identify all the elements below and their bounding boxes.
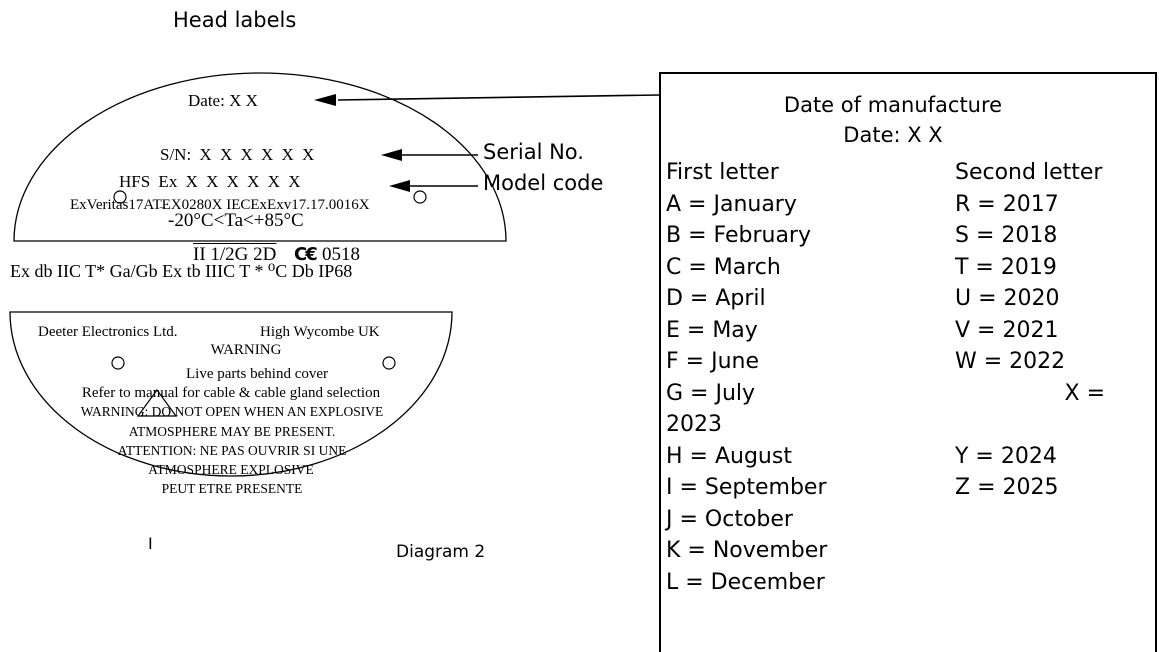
year-column: Second letter R = 2017 S = 2018 T = 2019… (955, 157, 1151, 504)
warning-triangle-icon (136, 388, 178, 417)
date-field: Date: X X (188, 91, 258, 110)
year-code: Y = 2024 (955, 443, 1057, 469)
mounting-hole-left-top (113, 190, 127, 204)
month-code: E = May (666, 317, 758, 343)
month-code: I = September (666, 475, 827, 500)
month-code: C = March (666, 254, 781, 280)
model-code-field: HFS Ex X X X X X X (119, 172, 301, 191)
manufacture-box-subtitle: Date: X X (843, 123, 943, 147)
explosive-warning-fr: ATTENTION: NE PAS OUVRIR SI UNE (117, 443, 347, 458)
year-code: Z = 2025 (955, 475, 1059, 500)
year-spacer (955, 409, 1151, 441)
date-of-manufacture-box (659, 72, 1157, 652)
live-parts-warning: Live parts behind cover (185, 366, 329, 382)
mounting-hole-right-bottom (382, 356, 396, 370)
year-code: U = 2020 (955, 286, 1060, 311)
month-code: H = August (666, 443, 792, 469)
year-code: X = (1064, 380, 1106, 406)
group-marking: II 1/2G 2D (193, 244, 277, 265)
mounting-hole-left-bottom (111, 356, 125, 370)
year-code: T = 2019 (955, 254, 1057, 280)
model-code-callout: Model code (483, 171, 604, 195)
head-label-top-outline (13, 72, 507, 242)
wrapped-year-text: 2023 (666, 412, 722, 437)
company-name: Deeter Electronics Ltd. (38, 324, 178, 340)
year-code: W = 2022 (955, 349, 1066, 374)
diagram-caption: Diagram 2 (396, 542, 486, 562)
second-letter-header: Second letter (955, 160, 1103, 185)
head-labels-title: Head labels (173, 8, 297, 32)
month-code: K = November (666, 538, 828, 563)
warning-heading: WARNING (210, 342, 282, 358)
atmosphere-warning-en: ATMOSPHERE MAY BE PRESENT. (128, 424, 336, 439)
head-label-bottom-outline (9, 311, 453, 477)
serial-arrowhead (381, 149, 402, 161)
manufacture-box-title: Date of manufacture (783, 93, 1003, 117)
year-code: V = 2021 (955, 317, 1059, 343)
month-code: J = October (666, 506, 793, 532)
month-code: F = June (666, 349, 759, 374)
stray-mark: I (148, 534, 153, 553)
month-code: B = February (666, 223, 811, 248)
mounting-hole-right-top (413, 190, 427, 204)
ce-mark: C€ (294, 244, 318, 265)
first-letter-header: First letter (666, 160, 779, 185)
date-arrow-line (337, 94, 660, 101)
temperature-range: -20°C<Ta<+85°C (168, 210, 304, 231)
certificate-line: ExVeritas17ATEX0280X IECExExv17.17.0016X (70, 197, 370, 213)
month-column: First letter A = January B = February C … (666, 157, 827, 598)
month-code: G = July (666, 380, 756, 406)
date-arrowhead (314, 94, 336, 106)
serial-number-field: S/N: X X X X X X (160, 145, 315, 164)
month-code: A = January (666, 191, 797, 217)
cable-gland-notice: Refer to manual for cable & cable gland … (81, 385, 381, 401)
serial-number-callout: Serial No. (483, 140, 584, 164)
notified-body-number: 0518 (322, 244, 360, 265)
temp-minus-bar: ‾ (160, 207, 165, 222)
ex-marking-line: Ex db IIC T* Ga/Gb Ex tb IIIC T * ⁰C Db … (10, 261, 353, 281)
presence-warning-fr: PEUT ETRE PRESENTE (161, 481, 303, 496)
explosive-warning-en: WARNING: DO NOT OPEN WHEN AN EXPLOSIVE (80, 404, 384, 419)
company-location: High Wycombe UK (260, 324, 380, 340)
month-code: D = April (666, 286, 766, 311)
year-code: S = 2018 (955, 223, 1058, 248)
month-code: L = December (666, 569, 825, 595)
model-arrowhead (389, 180, 410, 192)
year-code: R = 2017 (955, 191, 1059, 217)
atmosphere-warning-fr: ATMOSPHERE EXPLOSIVE (148, 462, 314, 477)
